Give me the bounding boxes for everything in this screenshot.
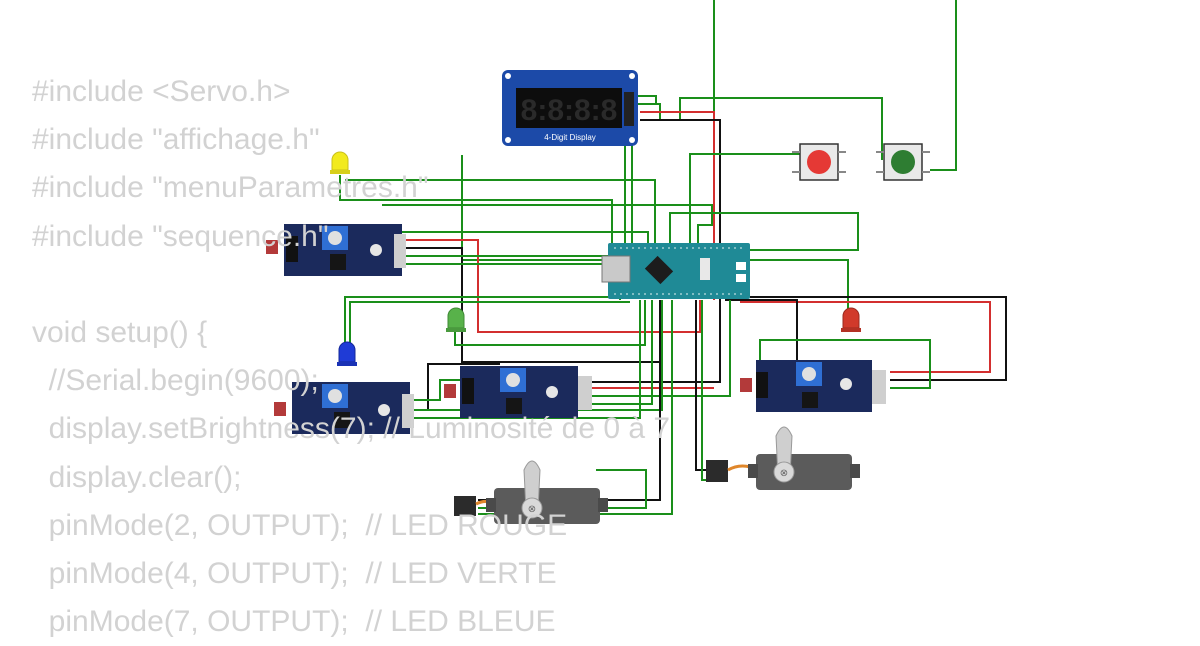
red-pushbutton[interactable] (792, 143, 846, 181)
servo-1: ⊗ (454, 460, 608, 524)
arduino-nano (601, 243, 750, 299)
sensor-module-2 (274, 382, 414, 434)
svg-text:⊗: ⊗ (780, 468, 788, 479)
red-led[interactable] (841, 307, 861, 332)
display-label: 4-Digit Display (544, 133, 596, 142)
green-button-cap[interactable] (891, 150, 915, 174)
circuit-canvas: 8:8:8:8 4-Digit Display (266, 0, 1007, 524)
blue-led[interactable] (337, 341, 357, 366)
green-pushbutton[interactable] (876, 143, 930, 181)
yellow-led[interactable] (330, 151, 350, 174)
sensor-module-3 (444, 366, 592, 418)
green-led[interactable] (446, 307, 466, 332)
display-digits: 8:8:8:8 (521, 94, 618, 127)
wires (339, 0, 1007, 515)
sensor-module-1 (266, 224, 406, 276)
svg-text:⊗: ⊗ (528, 504, 536, 515)
four-digit-display: 8:8:8:8 4-Digit Display (502, 70, 638, 146)
red-button-cap[interactable] (807, 150, 831, 174)
servo-2: ⊗ (706, 426, 860, 490)
sensor-module-4 (740, 360, 886, 412)
